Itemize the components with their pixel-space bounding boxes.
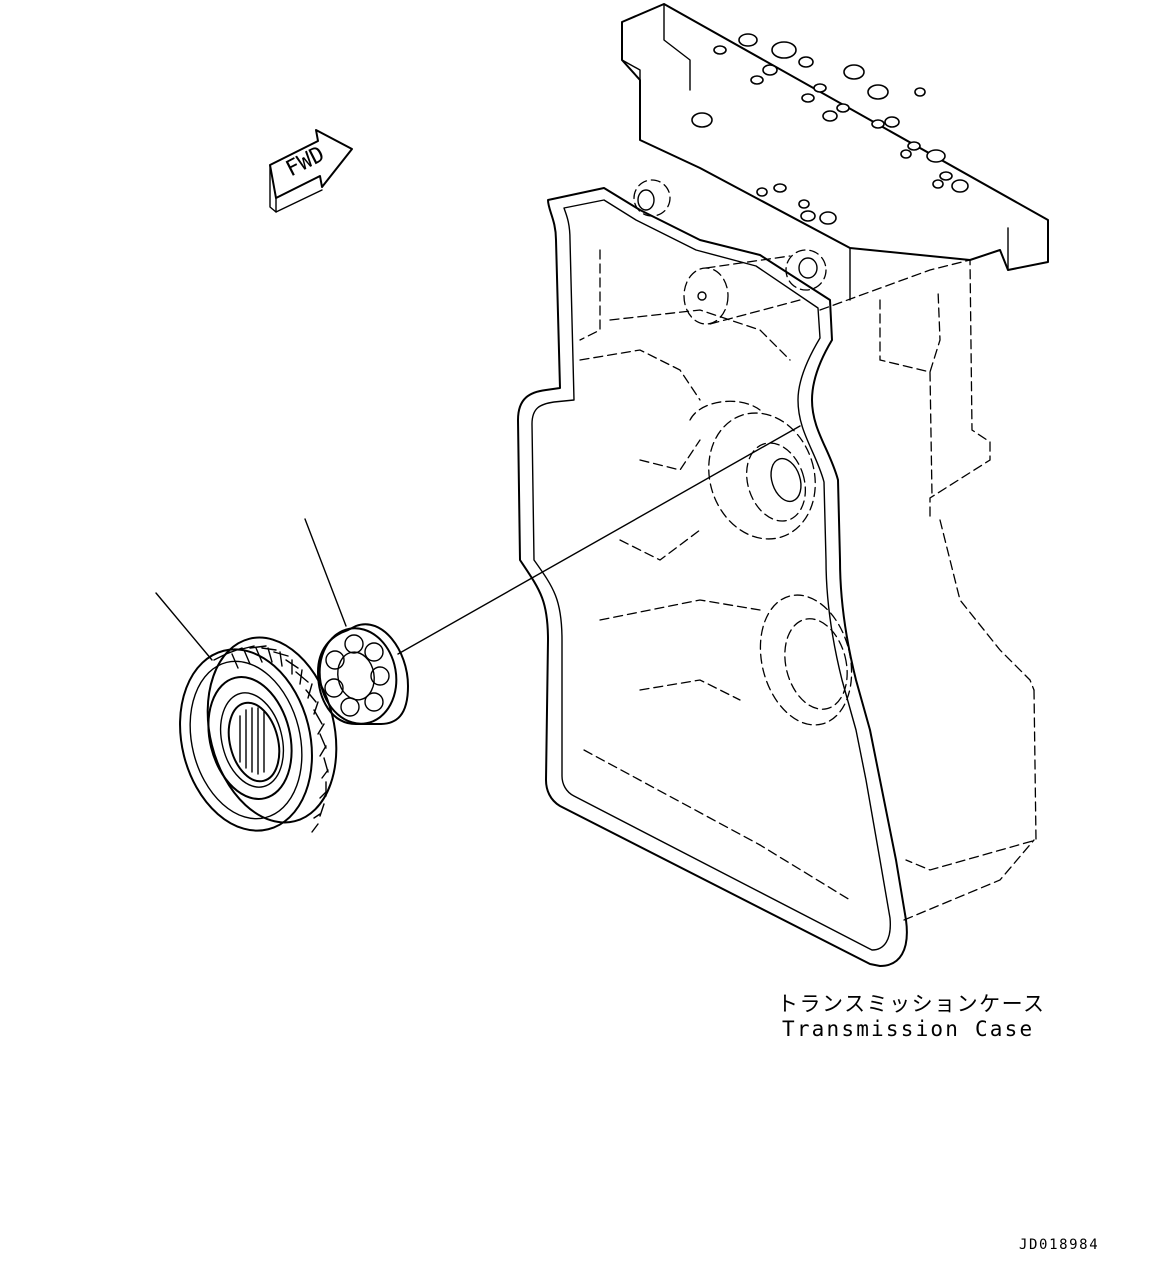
drawing-id: JD018984 [1019, 1237, 1100, 1253]
boss [683, 249, 827, 325]
fwd-arrow-icon [269, 129, 353, 213]
leader-line-bearing [304, 518, 347, 627]
case-label-english: Transmission Case [782, 1017, 1035, 1041]
bearing-bore-upper [708, 412, 816, 540]
assembly-axis-line [397, 425, 801, 655]
case-label-japanese: トランスミッションケース [777, 992, 1046, 1016]
port-holes [691, 33, 969, 225]
transmission-case [517, 3, 1049, 967]
spur-gear [179, 636, 338, 833]
leader-line-gear [155, 592, 213, 661]
bearing-bore-lower [759, 594, 853, 726]
ball-bearing [317, 623, 409, 725]
